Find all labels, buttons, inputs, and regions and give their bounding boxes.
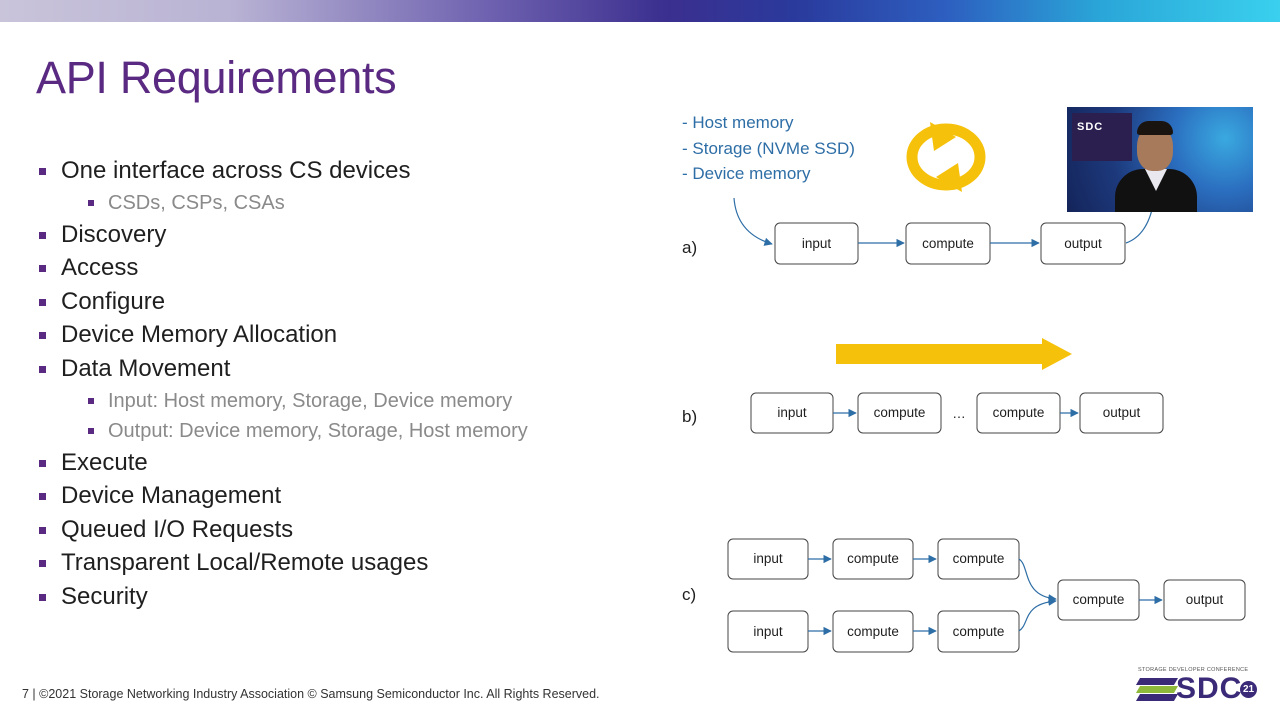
row-a-compute-box: compute xyxy=(905,222,991,265)
row-c-bottom-compute-box: compute xyxy=(832,610,914,653)
bullet-item: Transparent Local/Remote usages xyxy=(36,546,528,580)
row-b-compute-box: compute xyxy=(857,392,942,434)
box-label: compute xyxy=(874,405,926,420)
bullet-item: Device Management xyxy=(36,479,528,513)
row-c-top-input-box: input xyxy=(727,538,809,580)
bullet-item: One interface across CS devices xyxy=(36,154,528,188)
row-b-compute-box: compute xyxy=(976,392,1061,434)
bullet-item: Configure xyxy=(36,285,528,319)
backdrop-logo-text: SDC xyxy=(1077,121,1104,133)
row-b-label: b) xyxy=(682,407,697,426)
top-banner xyxy=(0,0,1280,22)
row-b-output-box: output xyxy=(1079,392,1164,434)
page-title: API Requirements xyxy=(36,52,397,103)
box-label: input xyxy=(777,405,807,420)
box-label: input xyxy=(753,624,783,639)
row-b-input-box: input xyxy=(750,392,834,434)
box-label: compute xyxy=(953,551,1005,566)
sub-bullet-item: Output: Device memory, Storage, Host mem… xyxy=(36,416,528,446)
cycle-arrow-icon xyxy=(906,122,986,192)
memory-to-input-curve xyxy=(733,197,773,246)
bullet-item: Device Memory Allocation xyxy=(36,318,528,352)
sub-bullet-item: CSDs, CSPs, CSAs xyxy=(36,188,528,218)
bullet-item: Execute xyxy=(36,446,528,480)
box-label: compute xyxy=(993,405,1045,420)
sdc-layers-logo-icon xyxy=(1135,677,1179,703)
bullet-item: Discovery xyxy=(36,218,528,252)
box-label: compute xyxy=(922,236,974,251)
row-a-label: a) xyxy=(682,238,697,257)
memory-source-item: - Storage (NVMe SSD) xyxy=(682,138,855,158)
box-label: input xyxy=(753,551,783,566)
row-a-output-box: output xyxy=(1040,222,1126,265)
bullet-item: Data Movement xyxy=(36,352,528,386)
box-label: compute xyxy=(847,624,899,639)
box-label: output xyxy=(1186,592,1224,607)
row-c-bottom-compute-box: compute xyxy=(937,610,1020,653)
box-label: compute xyxy=(953,624,1005,639)
bullet-item: Access xyxy=(36,251,528,285)
speaker-video-overlay: SDC xyxy=(1067,107,1253,212)
progress-arrow-icon xyxy=(836,338,1072,370)
memory-source-item: - Host memory xyxy=(682,113,794,132)
box-label: compute xyxy=(847,551,899,566)
ellipsis-label: … xyxy=(952,406,966,421)
bullet-list: One interface across CS devices CSDs, CS… xyxy=(36,154,528,614)
sdc-logo-number: 21 xyxy=(1240,681,1257,698)
footer-copyright: 7 | ©2021 Storage Networking Industry As… xyxy=(22,687,600,701)
conference-backdrop-panel xyxy=(1072,113,1132,161)
merge-curve xyxy=(1018,597,1057,632)
box-label: input xyxy=(802,236,832,251)
box-label: compute xyxy=(1073,592,1125,607)
memory-source-list: - Host memory - Storage (NVMe SSD) - Dev… xyxy=(682,110,855,187)
logo-subtitle: STORAGE DEVELOPER CONFERENCE xyxy=(1138,667,1249,673)
row-c-output-box: output xyxy=(1163,579,1246,621)
row-c-top-compute-box: compute xyxy=(832,538,914,580)
row-a-input-box: input xyxy=(774,222,859,265)
box-label: output xyxy=(1103,405,1141,420)
sdc-logo-word: SDC xyxy=(1176,672,1243,705)
merge-curve xyxy=(1018,558,1057,603)
row-c-top-compute-box: compute xyxy=(937,538,1020,580)
box-label: output xyxy=(1064,236,1102,251)
row-c-bottom-input-box: input xyxy=(727,610,809,653)
bullet-item: Security xyxy=(36,580,528,614)
row-c-merge-compute-box: compute xyxy=(1057,579,1140,621)
sub-bullet-item: Input: Host memory, Storage, Device memo… xyxy=(36,386,528,416)
bullet-item: Queued I/O Requests xyxy=(36,513,528,547)
memory-source-item: - Device memory xyxy=(682,164,811,183)
speaker-hair xyxy=(1137,121,1173,135)
row-c-label: c) xyxy=(682,585,696,604)
